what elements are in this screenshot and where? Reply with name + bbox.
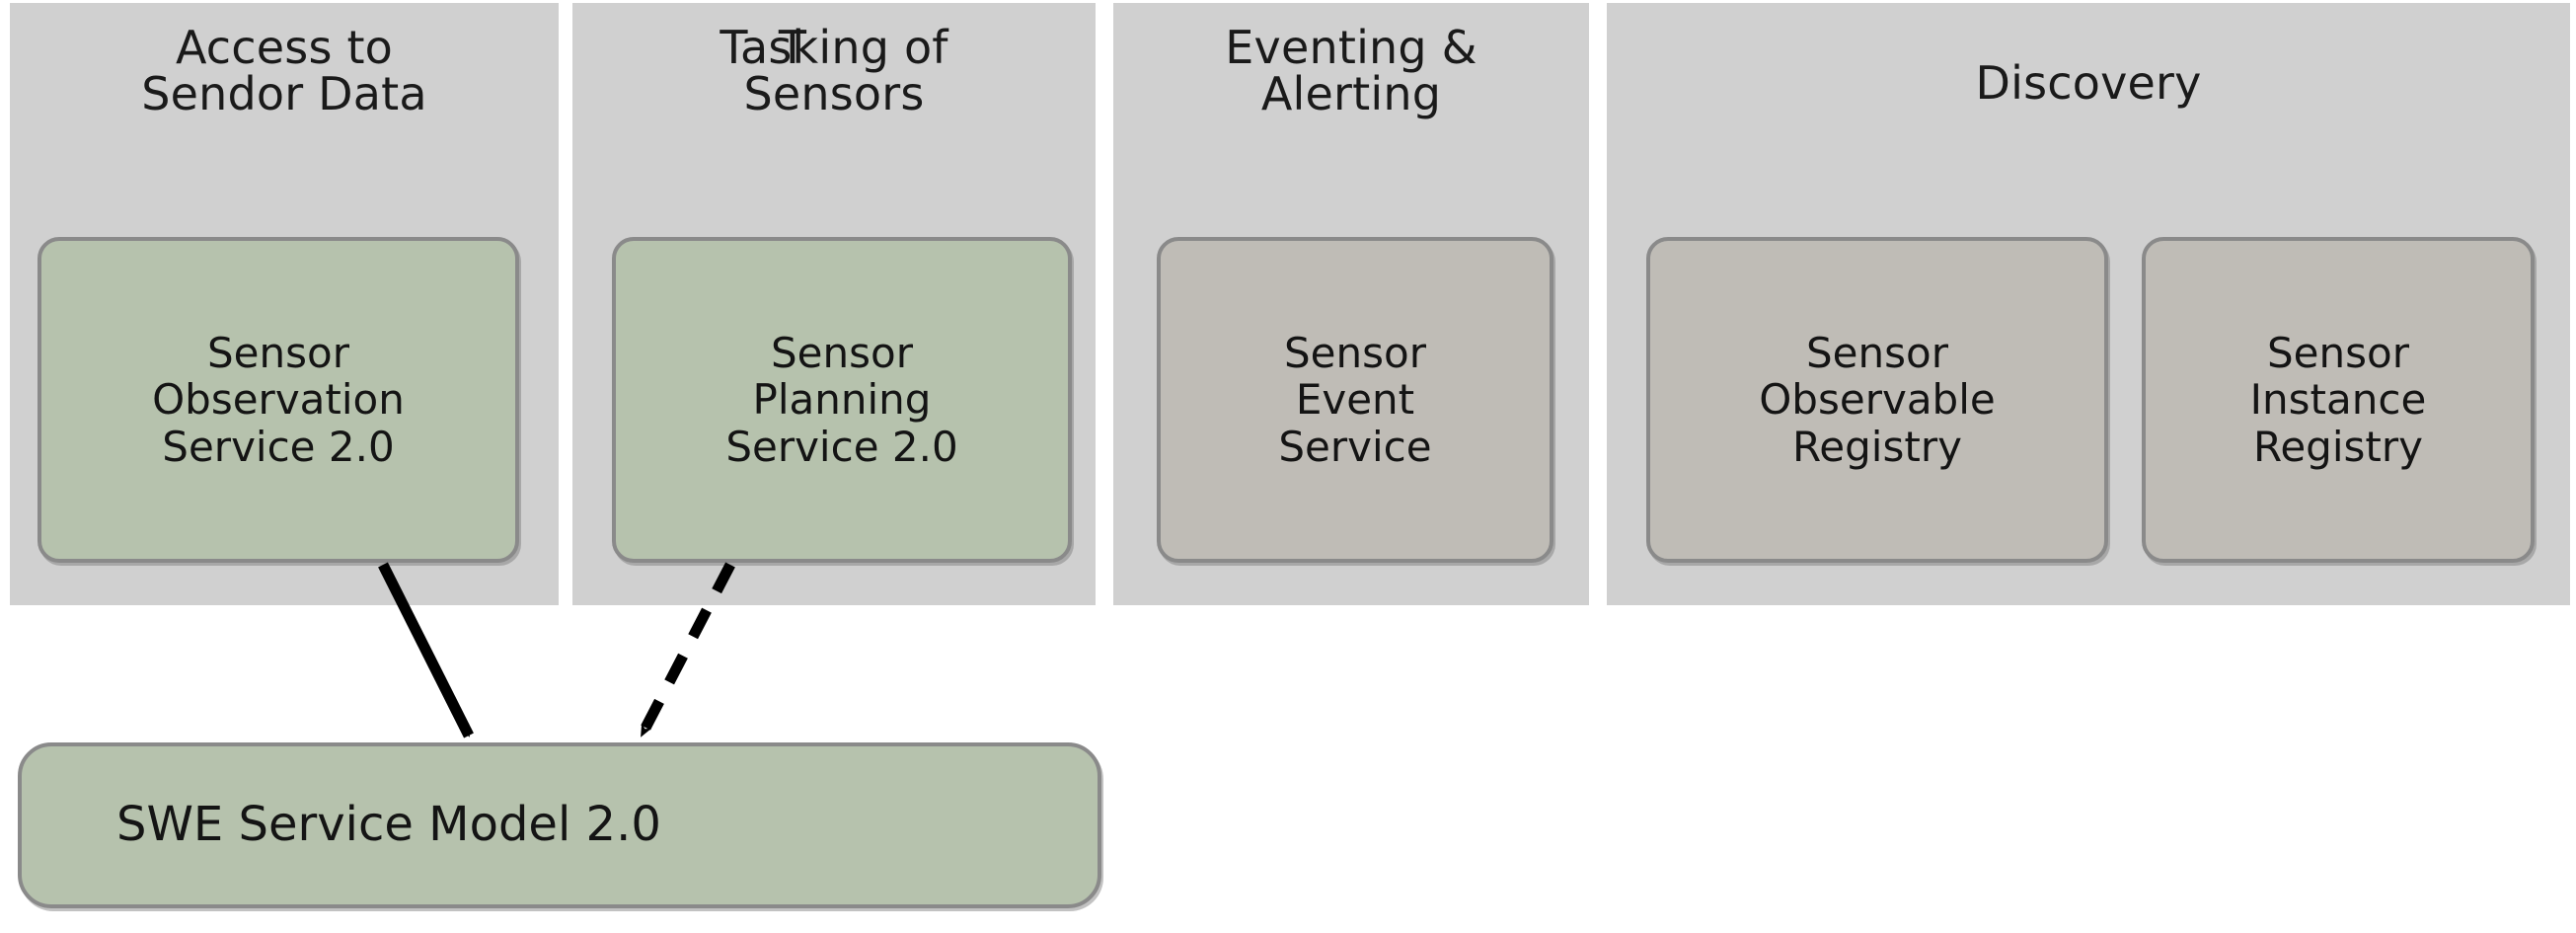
node-sensor-observable-registry[interactable]: Sensor Observable Registry <box>1646 237 2108 563</box>
panel-title-tasking-overlap-glyph: T <box>778 21 807 74</box>
node-label-sensor-instance-registry: Sensor Instance Registry <box>2249 329 2427 471</box>
node-sensor-event-service[interactable]: Sensor Event Service <box>1157 237 1553 563</box>
node-label-sensor-planning-service: Sensor Planning Service 2.0 <box>725 329 958 471</box>
node-sensor-planning-service[interactable]: Sensor Planning Service 2.0 <box>612 237 1072 563</box>
panel-title-tasking: Tasking of Sensors <box>720 21 948 120</box>
panel-title-discovery: Discovery <box>1975 56 2202 110</box>
node-label-sensor-observation-service: Sensor Observation Service 2.0 <box>152 329 405 471</box>
node-sensor-instance-registry[interactable]: Sensor Instance Registry <box>2142 237 2535 563</box>
node-label-swe-service-model: SWE Service Model 2.0 <box>116 797 661 853</box>
panel-title-access: Access to Sendor Data <box>141 21 427 120</box>
node-label-sensor-event-service: Sensor Event Service <box>1278 329 1432 471</box>
node-label-sensor-observable-registry: Sensor Observable Registry <box>1759 329 1996 471</box>
node-swe-service-model[interactable]: SWE Service Model 2.0 <box>18 742 1101 908</box>
panel-title-eventing: Eventing & Alerting <box>1225 21 1477 120</box>
node-sensor-observation-service[interactable]: Sensor Observation Service 2.0 <box>38 237 519 563</box>
